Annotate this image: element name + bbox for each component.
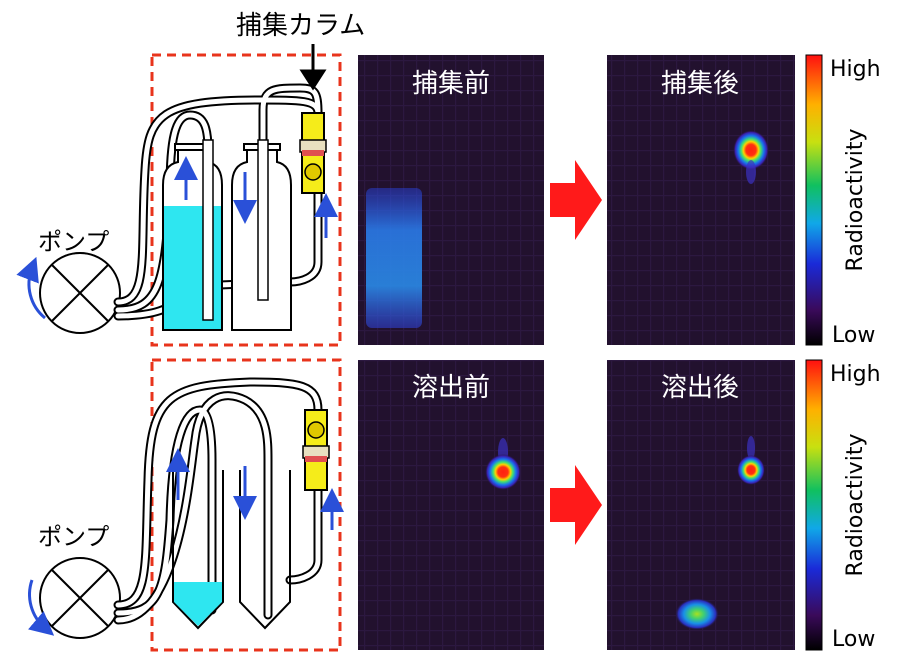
top-pump-label: ポンプ: [38, 228, 109, 256]
panel-title-after-elution: 溶出後: [661, 373, 739, 403]
panel-before-elution: 溶出前: [358, 360, 544, 650]
bottom-capture-column: [302, 409, 344, 530]
pump-rotation-arrow: [28, 579, 55, 636]
panel-title-after-capture: 捕集後: [661, 69, 739, 99]
top-capture-column: [299, 112, 338, 238]
panel-title-before-elution: 溶出前: [412, 373, 490, 403]
panel-before-capture: 捕集前: [358, 55, 544, 345]
activity-band: [366, 188, 422, 328]
colorbar-high-label: High: [830, 57, 881, 82]
panel-title-before-capture: 捕集前: [412, 69, 490, 99]
eluted-spot: [675, 598, 719, 630]
panel-after-capture: 捕集後: [607, 55, 795, 345]
colorbar-top: High Low Radioactivity: [805, 54, 881, 348]
bottom-pump: ポンプ: [28, 523, 121, 639]
colorbar-low-label: Low: [832, 627, 875, 652]
colorbar-bottom: High Low Radioactivity: [805, 359, 881, 652]
hot-spot: [485, 454, 521, 490]
pump-rotation-arrow: [16, 256, 46, 320]
top-bottle-left: [162, 139, 223, 331]
transition-arrow-top: [550, 160, 602, 240]
hot-spot: [737, 455, 765, 485]
column-callout-label: 捕集カラム: [236, 11, 365, 41]
bottom-tube-right: [233, 466, 291, 630]
top-dashed-box: [150, 53, 342, 347]
transition-arrow-bottom: [550, 465, 602, 545]
top-schematic: ポンプ: [16, 11, 365, 347]
hot-spot: [733, 130, 769, 170]
bottom-tube-left: [166, 448, 224, 630]
colorbar-low-label: Low: [832, 323, 875, 348]
bottom-schematic: ポンプ: [28, 358, 344, 652]
top-pump: ポンプ: [16, 228, 121, 334]
panel-after-elution: 溶出後: [607, 360, 795, 650]
top-bottle-right: [231, 139, 292, 331]
colorbar-high-label: High: [830, 362, 881, 387]
colorbar-title: Radioactivity: [843, 129, 868, 272]
colorbar-title: Radioactivity: [843, 434, 868, 577]
bottom-pump-label: ポンプ: [38, 523, 109, 551]
